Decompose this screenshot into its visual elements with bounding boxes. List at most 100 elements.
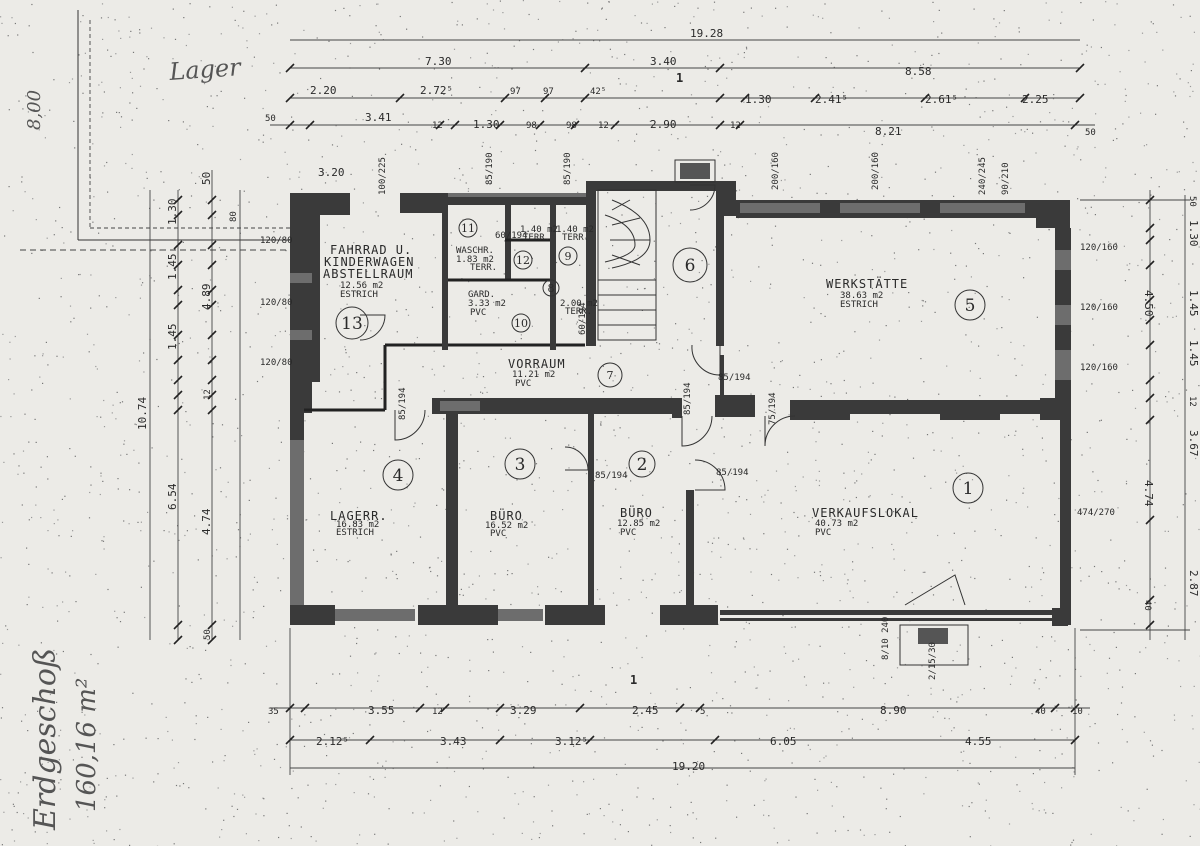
- noise-dot: [276, 743, 278, 746]
- noise-dot: [1145, 319, 1147, 321]
- noise-dot: [263, 798, 265, 800]
- noise-dot: [325, 171, 327, 174]
- dimension-tick: [1145, 415, 1155, 425]
- noise-dot: [103, 536, 105, 538]
- noise-dot: [1173, 714, 1175, 716]
- dimension-tick: [173, 195, 183, 205]
- noise-dot: [1039, 769, 1041, 771]
- noise-dot: [469, 670, 471, 672]
- noise-dot: [901, 129, 903, 131]
- noise-dot: [956, 701, 958, 703]
- noise-dot: [182, 241, 184, 243]
- noise-dot: [374, 653, 376, 655]
- noise-dot: [484, 62, 486, 64]
- noise-dot: [260, 306, 262, 308]
- noise-dot: [101, 3, 104, 5]
- noise-dot: [484, 387, 486, 389]
- neighbour-boundary: [20, 10, 290, 251]
- noise-dot: [265, 645, 268, 647]
- dimension-tick: [285, 735, 295, 745]
- noise-dot: [988, 817, 990, 819]
- noise-dot: [813, 571, 816, 573]
- noise-dot: [375, 25, 377, 27]
- room-2-name: BÜRO: [620, 504, 653, 520]
- noise-dot: [893, 252, 895, 254]
- noise-dot: [1125, 584, 1128, 587]
- noise-dot: [825, 755, 827, 757]
- noise-dot: [947, 291, 949, 293]
- noise-dot: [912, 457, 915, 459]
- noise-dot: [502, 12, 504, 14]
- noise-dot: [768, 698, 771, 700]
- noise-dot: [114, 610, 116, 612]
- noise-dot: [583, 781, 585, 783]
- noise-dot: [1053, 482, 1055, 484]
- noise-dot: [491, 638, 493, 641]
- noise-dot: [414, 502, 416, 504]
- noise-dot: [310, 836, 312, 838]
- noise-dot: [847, 193, 849, 195]
- noise-dot: [896, 591, 898, 593]
- noise-dot: [897, 637, 899, 639]
- noise-dot: [1039, 121, 1042, 123]
- noise-dot: [148, 58, 150, 60]
- noise-dot: [165, 716, 167, 718]
- noise-dot: [782, 615, 784, 617]
- noise-dot: [186, 421, 188, 423]
- noise-dot: [1198, 528, 1200, 531]
- noise-dot: [586, 813, 588, 815]
- window-label-7: 200/160: [771, 152, 781, 190]
- noise-dot: [18, 644, 20, 646]
- noise-dot: [762, 601, 764, 604]
- noise-dot: [1061, 11, 1063, 13]
- dimension-tick: [207, 375, 217, 385]
- noise-dot: [275, 497, 277, 499]
- noise-dot: [884, 703, 886, 705]
- noise-dot: [1141, 32, 1144, 34]
- noise-dot: [243, 611, 245, 613]
- noise-dot: [253, 576, 256, 578]
- noise-dot: [286, 515, 289, 517]
- dimension-tick: [173, 210, 183, 220]
- dim-top-row3-7: 2.61⁵: [925, 93, 958, 106]
- noise-dot: [62, 601, 64, 603]
- noise-dot: [268, 467, 270, 469]
- noise-dot: [71, 78, 74, 80]
- noise-dot: [186, 128, 188, 130]
- noise-dot: [390, 554, 392, 556]
- noise-dot: [10, 416, 12, 418]
- noise-dot: [554, 704, 557, 706]
- noise-dot: [1014, 132, 1017, 135]
- noise-dot: [308, 139, 310, 141]
- noise-dot: [536, 163, 538, 165]
- noise-dot: [819, 645, 821, 647]
- noise-dot: [206, 106, 208, 108]
- noise-dot: [703, 318, 705, 320]
- noise-dot: [1189, 95, 1191, 98]
- noise-dot: [1015, 374, 1017, 377]
- noise-dot: [252, 589, 254, 591]
- noise-dot: [1088, 575, 1090, 577]
- noise-dot: [355, 522, 357, 524]
- noise-dot: [924, 475, 926, 477]
- noise-dot: [596, 471, 599, 473]
- noise-dot: [486, 52, 488, 54]
- noise-dot: [977, 164, 979, 166]
- noise-dot: [825, 57, 827, 59]
- noise-dot: [843, 379, 845, 382]
- noise-dot: [849, 590, 851, 592]
- noise-dot: [872, 430, 874, 432]
- noise-dot: [1158, 186, 1160, 188]
- noise-dot: [812, 427, 814, 429]
- noise-dot: [532, 821, 535, 823]
- noise-dot: [1023, 345, 1025, 347]
- noise-dot: [735, 641, 737, 643]
- dimension-tick: [735, 120, 745, 130]
- noise-dot: [365, 577, 367, 579]
- noise-dot: [765, 411, 767, 413]
- noise-dot: [1178, 393, 1180, 395]
- noise-dot: [458, 168, 461, 170]
- room-13-area: 12.56 m2: [340, 281, 383, 291]
- noise-dot: [157, 738, 159, 740]
- noise-dot: [993, 224, 995, 226]
